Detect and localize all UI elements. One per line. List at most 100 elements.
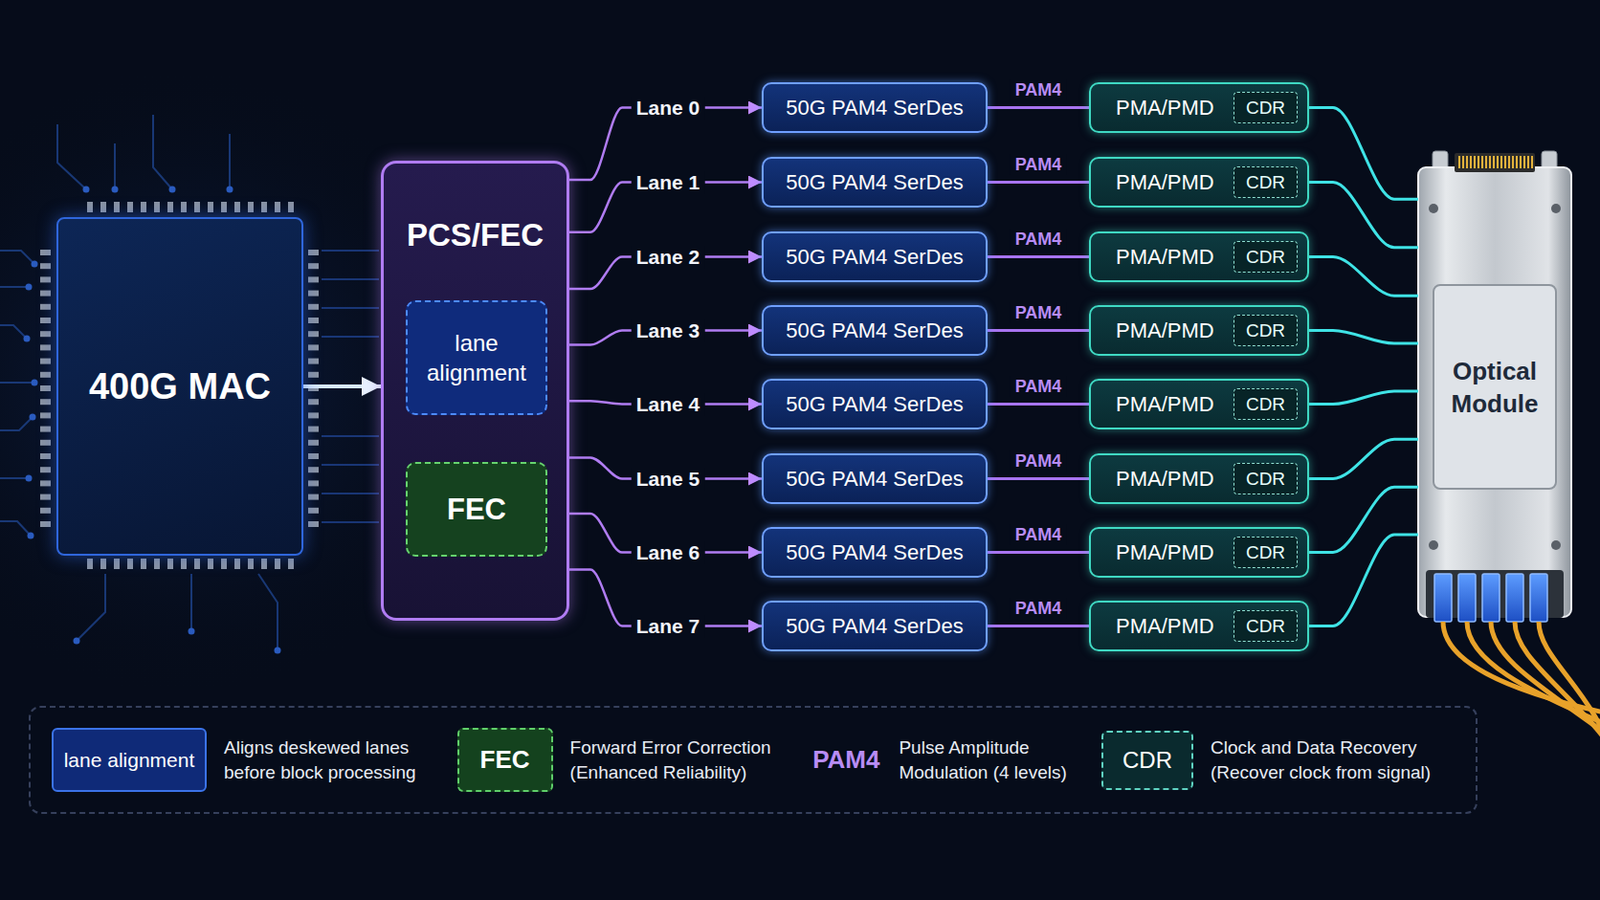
trace (76, 574, 106, 642)
pin (40, 466, 51, 473)
pin (308, 263, 319, 269)
pin (308, 276, 319, 283)
connector (1309, 487, 1419, 553)
edge-label: PAM4 (1015, 598, 1063, 619)
trace-pad (83, 186, 90, 194)
contact (1469, 155, 1472, 169)
serdes-box: 50G PAM4 SerDes (761, 600, 988, 652)
cdr-box: CDR (1233, 463, 1298, 495)
node-label: 50G PAM4 SerDes (785, 614, 963, 640)
pin (308, 304, 319, 311)
node-label: CDR (1245, 468, 1286, 490)
contact (1511, 155, 1514, 169)
pma-pmd-box: PMA/PMDCDR (1088, 378, 1310, 430)
connector (987, 329, 1089, 333)
trace (0, 286, 29, 289)
edge-label: PAM4 (1015, 228, 1063, 249)
trace-pad (31, 261, 39, 268)
bus-line (321, 335, 379, 338)
cdr-box: CDR (1233, 241, 1298, 273)
serdes-box: 50G PAM4 SerDes (761, 156, 988, 208)
cdr-box: CDR (1233, 314, 1298, 347)
fec-box: FEC (405, 462, 548, 557)
fiber (1538, 622, 1600, 770)
lc-port (1506, 574, 1524, 623)
pin (288, 558, 294, 570)
edge-label: PAM4 (1015, 154, 1063, 175)
pin (154, 558, 160, 570)
serdes-box: 50G PAM4 SerDes (761, 453, 988, 505)
node-label: CDR (1245, 172, 1286, 194)
node-label: CDR (1245, 320, 1286, 342)
edge-label: PAM4 (1015, 302, 1063, 323)
trace-pad (27, 533, 35, 540)
trace-pad (226, 186, 234, 194)
trace-pad (169, 186, 177, 194)
pin (247, 201, 254, 213)
pin (308, 344, 319, 351)
fiber (1514, 622, 1600, 756)
contact (1492, 155, 1495, 169)
pin (308, 290, 319, 297)
pin (87, 201, 93, 213)
pin (194, 201, 200, 213)
contact (1466, 155, 1468, 169)
node-label: FEC (446, 492, 507, 528)
cdr-box: CDR (1233, 166, 1298, 199)
connector (1309, 534, 1419, 627)
legend-text: Pulse Amplitude Modulation (4 levels) (898, 735, 1090, 786)
pin (308, 494, 319, 501)
trace (0, 381, 35, 384)
pin (40, 358, 51, 365)
edge-connector (1454, 153, 1535, 173)
pin (40, 426, 51, 433)
edge-label: PAM4 (1015, 450, 1063, 471)
legend-item: PAM4Pulse Amplitude Modulation (4 levels… (810, 728, 1090, 793)
trace (258, 574, 278, 651)
trace (0, 250, 35, 265)
pin (308, 466, 319, 473)
pin (180, 201, 187, 213)
pin (100, 558, 107, 570)
edge-label-patch: PAM4 (1010, 450, 1067, 471)
pin (308, 521, 319, 528)
pin (207, 201, 214, 213)
legend-text: Forward Error Correction (Enhanced Relia… (570, 735, 800, 786)
contact (1527, 155, 1530, 169)
connector (1309, 108, 1419, 200)
pin (40, 508, 51, 514)
bus-line (321, 492, 379, 495)
node-label: 50G PAM4 SerDes (785, 466, 963, 492)
node-label: 50G PAM4 SerDes (785, 170, 963, 196)
module-housing (1418, 167, 1572, 618)
contact (1531, 155, 1534, 169)
contact (1458, 155, 1461, 169)
pin (288, 201, 294, 213)
contact (1515, 155, 1518, 169)
pin (40, 521, 51, 528)
node-label: 50G PAM4 SerDes (785, 392, 963, 418)
contact (1485, 155, 1488, 169)
pin (261, 558, 267, 570)
pin (221, 201, 227, 213)
trace (0, 521, 31, 536)
pin (40, 372, 51, 378)
edge-label-patch: Lane 3 (631, 319, 706, 343)
legend-swatch: FEC (457, 728, 554, 793)
pma-pmd-box: PMA/PMDCDR (1088, 305, 1310, 356)
screw (1551, 540, 1561, 551)
pma-pmd-box: PMA/PMDCDR (1088, 231, 1310, 283)
legend-swatch: lane alignment (51, 728, 207, 793)
edge-label-patch: PAM4 (1010, 302, 1067, 323)
trace (0, 325, 27, 339)
edge-label-patch: Lane 5 (631, 467, 706, 491)
pin (167, 201, 174, 213)
pin (40, 494, 51, 501)
pin (113, 201, 120, 213)
cdr-box: CDR (1233, 610, 1298, 643)
legend-item: FEC Forward Error Correction (Enhanced Re… (457, 728, 800, 793)
pin (308, 249, 319, 256)
connector (1309, 257, 1419, 297)
trace-pad (23, 335, 31, 343)
pin (140, 201, 147, 213)
